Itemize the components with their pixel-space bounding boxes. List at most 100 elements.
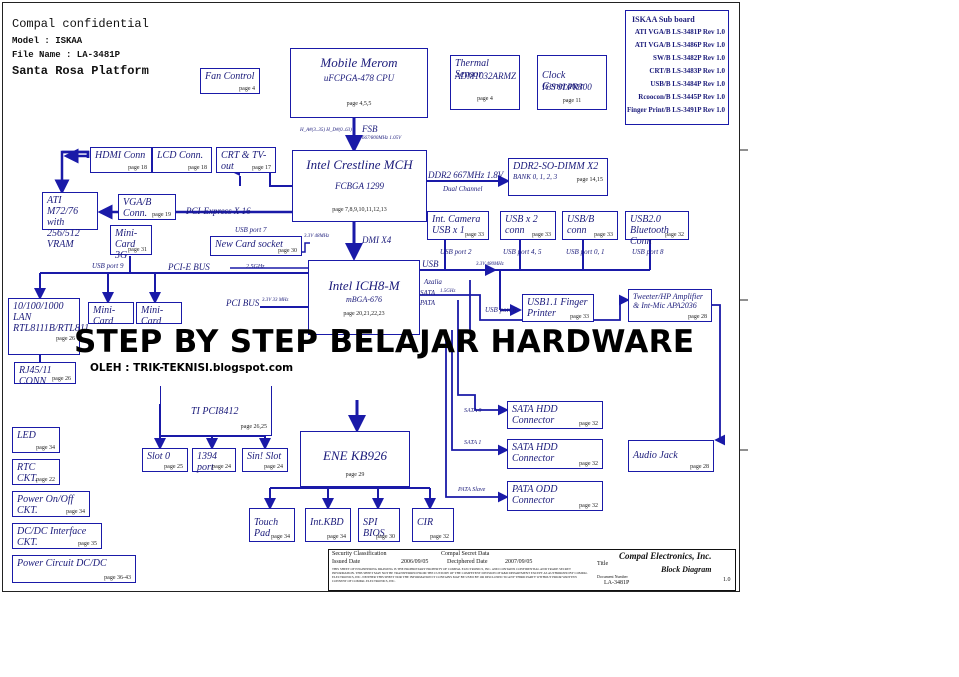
hdmi-block: HDMI Conn page 18 <box>90 147 152 173</box>
dmi-label: DMI X4 <box>362 235 392 245</box>
lan-page: page 26 <box>56 336 75 342</box>
sata0-label: SATA 0 <box>464 408 482 414</box>
model-label: Model : ISKAA <box>12 36 83 46</box>
mch-title: Intel Crestline MCH <box>306 157 413 172</box>
lcd-title: LCD Conn. <box>157 150 204 161</box>
dual-channel-label: Dual Channel <box>443 185 483 193</box>
bluetooth-title: USB2.0 Bluetooth Conn <box>630 214 669 247</box>
usb-port45-label: USB port 4, 5 <box>503 248 542 256</box>
pci-bus-label: PCI BUS <box>226 298 260 308</box>
pcie-bus-label: PCI-E BUS <box>168 262 210 272</box>
cpu-block: Mobile Merom uFCPGA-478 CPU page 4,5,5 <box>290 48 428 118</box>
odd-page: page 32 <box>579 503 598 509</box>
usbb-conn-title: USB/B conn <box>567 214 595 236</box>
usbb-conn-block: USB/B conn page 33 <box>562 211 618 240</box>
dcdc-if-title: DC/DC Interface CKT. <box>17 526 87 548</box>
usb-port8-label: USB port 8 <box>632 248 664 256</box>
power-circuit-title: Power Circuit DC/DC <box>17 558 107 569</box>
issued-date-label: Issued Date <box>332 559 361 565</box>
minicard-3g-block: Mini-Card 3G page 31 <box>110 225 152 261</box>
sata1-label: SATA 1 <box>464 440 482 446</box>
pci-speed-label: 3.3V 33 MHz <box>262 298 289 303</box>
hdd1-block: SATA HDD Connector page 32 <box>507 401 603 429</box>
sub-board-row: Rcoocon/B LS-3445P Rev 1.0 <box>638 93 725 101</box>
touchpad-page: page 34 <box>271 534 290 540</box>
security-label: Security Classification <box>332 551 387 557</box>
ene-block: ENE KB926 page 29 <box>300 431 410 487</box>
ene-page: page 29 <box>345 472 365 478</box>
usb-port7-label: USB port 7 <box>235 226 267 234</box>
newcard-title: New Card socket <box>215 239 283 250</box>
drawing-frame <box>2 2 740 592</box>
bluetooth-page: page 32 <box>665 232 684 238</box>
mch-page: page 7,8,9,10,11,12,13 <box>332 207 387 213</box>
clock-title: Clock Generator <box>542 70 584 92</box>
pata-slave-label: PATA Slave <box>458 487 486 493</box>
mch-sub: FCBGA 1299 <box>334 181 385 191</box>
usb2-conn-page: page 33 <box>532 232 551 238</box>
usb-port01-label: USB port 0, 1 <box>566 248 605 256</box>
ddr-title: DDR2-SO-DIMM X2 <box>513 161 599 172</box>
sub-board-row: USB/B LS-3484P Rev 1.0 <box>650 80 725 88</box>
rtc-title: RTC CKT. <box>17 462 38 484</box>
company-name: Compal Electronics, Inc. <box>619 551 712 561</box>
spibios-title: SPI BIOS <box>363 517 385 539</box>
sata-label: SATA <box>420 289 436 297</box>
thermal-title: Thermal Sensor <box>455 58 489 80</box>
fsb-label: FSB <box>362 124 378 134</box>
confidential-label: Compal confidential <box>12 17 149 31</box>
fsb-speed: 667/800MHz 1.05V <box>362 136 402 141</box>
spibios-block: SPI BIOS page 30 <box>358 508 400 542</box>
issued-date: 2006/09/05 <box>401 559 429 565</box>
ddr-sub: BANK 0, 1, 2, 3 <box>513 173 558 181</box>
sinslot-page: page 24 <box>264 464 283 470</box>
rj45-title: RJ45/11 CONN <box>19 365 52 387</box>
platform-label: Santa Rosa Platform <box>12 64 149 78</box>
minicard-3g-title: Mini-Card 3G <box>115 228 138 261</box>
pata-label: PATA <box>420 299 436 307</box>
deciphered-date: 2007/09/05 <box>505 559 533 565</box>
legal-notice: THIS SHEET OF ENGINEERING DRAWING IS THE… <box>332 567 588 583</box>
bluetooth-block: USB2.0 Bluetooth Conn page 32 <box>625 211 689 247</box>
lan-block: 10/100/1000 LAN RTL8111B/RTL811 page 26 <box>8 298 89 355</box>
doc-title: Block Diagram <box>661 565 712 574</box>
fsb-side: H_A#(3..35) H_D#(0..63) <box>300 128 352 133</box>
usb-port7-speed: 3.3V 48MHz <box>304 234 330 239</box>
fan-page: page 4 <box>239 86 255 92</box>
vgab-title: VGA/B Conn. <box>123 197 152 219</box>
slot0-title: Slot 0 <box>147 451 171 462</box>
camera-title: Int. Camera USB x 1 <box>432 214 481 236</box>
thermal-page: page 4 <box>477 96 493 102</box>
sub-board-row: CRT/B LS-3483P Rev 1.0 <box>649 67 725 75</box>
rj45-page: page 26 <box>52 376 71 382</box>
ich-block: Intel ICH8-M mBGA-676 page 20,21,22,23 <box>308 260 420 335</box>
dcdc-if-block: DC/DC Interface CKT. page 35 <box>12 523 102 549</box>
doc-number-label: Document Number <box>597 574 628 579</box>
spibios-page: page 30 <box>376 534 395 540</box>
vgab-block: VGA/B Conn. page 19 <box>118 194 176 220</box>
usb2-conn-title: USB x 2 conn <box>505 214 538 236</box>
vgab-page: page 19 <box>152 212 171 218</box>
sata0-wire <box>457 300 509 416</box>
mch-block: Intel Crestline MCH FCBGA 1299 page 7,8,… <box>292 150 427 222</box>
ti-title: TI PCI8412 <box>191 406 239 417</box>
sub-board-row: ATI VGA/B LS-3486P Rev 1.0 <box>634 41 725 49</box>
ich-title: Intel ICH8-M <box>328 278 400 293</box>
usb2-conn-block: USB x 2 conn page 33 <box>500 211 556 240</box>
sinslot-block: Sin! Slot page 24 <box>242 448 288 472</box>
rj45-block: RJ45/11 CONN page 26 <box>14 362 76 387</box>
usb-speed-label: 3.3V 480MHz <box>476 262 504 267</box>
touchpad-block: Touch Pad page 34 <box>249 508 295 542</box>
cpu-page: page 4,5,5 <box>346 101 372 107</box>
ich-page: page 20,21,22,23 <box>343 311 385 317</box>
ich-sub: mBGA-676 <box>346 295 382 304</box>
sata1-wire <box>451 330 509 456</box>
clock-sub: ICS 9LPR300 <box>542 82 592 92</box>
audiojack-title: Audio Jack <box>633 450 678 461</box>
minicard-a-block: Mini-Card <box>88 302 134 327</box>
hdd1-page: page 32 <box>579 421 598 427</box>
file-name-label: File Name : LA-3481P <box>12 50 121 60</box>
camera-block: Int. Camera USB x 1 page 33 <box>427 211 489 240</box>
sub-board-list: ISKAA Sub board ATI VGA/B LS-3481P Rev 1… <box>625 10 729 125</box>
ti-page: page 26,25 <box>240 424 267 430</box>
